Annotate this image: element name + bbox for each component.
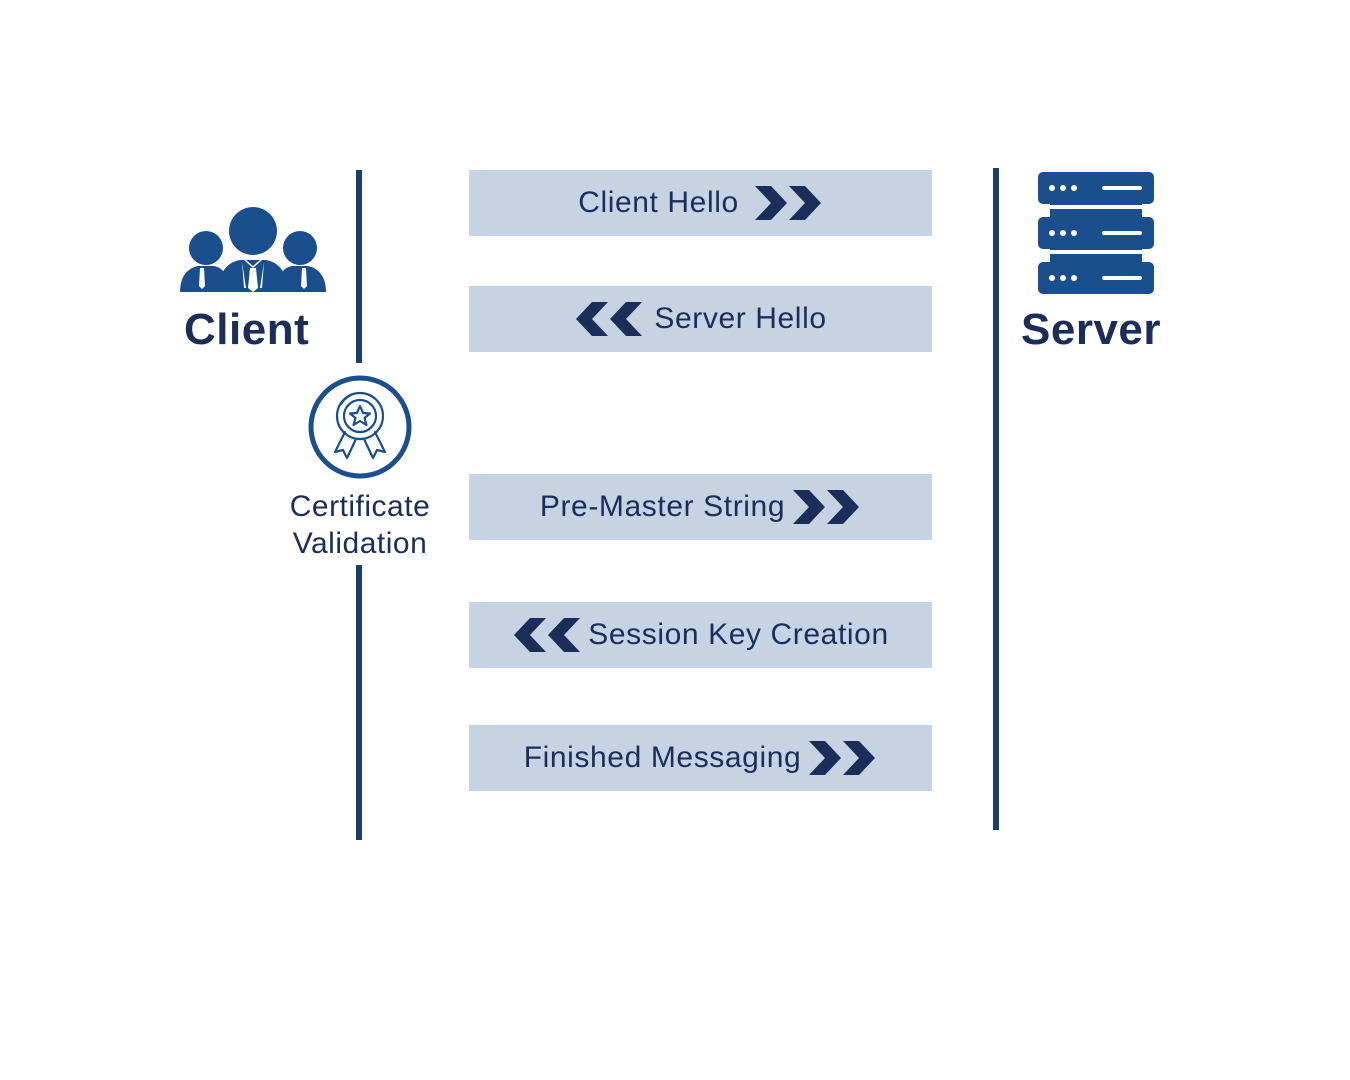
message-client-hello: Client Hello <box>469 170 932 236</box>
message-text: Server Hello <box>654 302 827 335</box>
message-server-hello: Server Hello <box>469 286 932 352</box>
double-chevron-left-icon <box>512 618 582 652</box>
message-text: Session Key Creation <box>588 618 889 651</box>
server-label: Server <box>1021 305 1162 354</box>
double-chevron-right-icon <box>791 490 861 524</box>
certificate-label-line2: Validation <box>292 527 428 560</box>
award-badge-icon <box>307 374 413 480</box>
message-finished-messaging: Finished Messaging <box>469 725 932 791</box>
message-text: Finished Messaging <box>523 741 802 774</box>
client-label: Client <box>184 305 310 354</box>
double-chevron-right-icon <box>807 741 877 775</box>
message-pre-master-string: Pre-Master String <box>469 474 932 540</box>
message-text: Client Hello <box>578 186 739 219</box>
server-rack-icon <box>1036 172 1156 294</box>
people-group-icon <box>178 206 328 294</box>
double-chevron-left-icon <box>574 302 644 336</box>
server-lifeline <box>993 168 999 830</box>
certificate-validation-label: Certificate Validation <box>250 488 470 562</box>
client-lifeline-top <box>356 170 362 363</box>
message-session-key-creation: Session Key Creation <box>469 602 932 668</box>
double-chevron-right-icon <box>753 186 823 220</box>
message-text: Pre-Master String <box>539 490 786 523</box>
certificate-label-line1: Certificate <box>289 490 431 523</box>
client-lifeline-bottom <box>356 565 362 840</box>
